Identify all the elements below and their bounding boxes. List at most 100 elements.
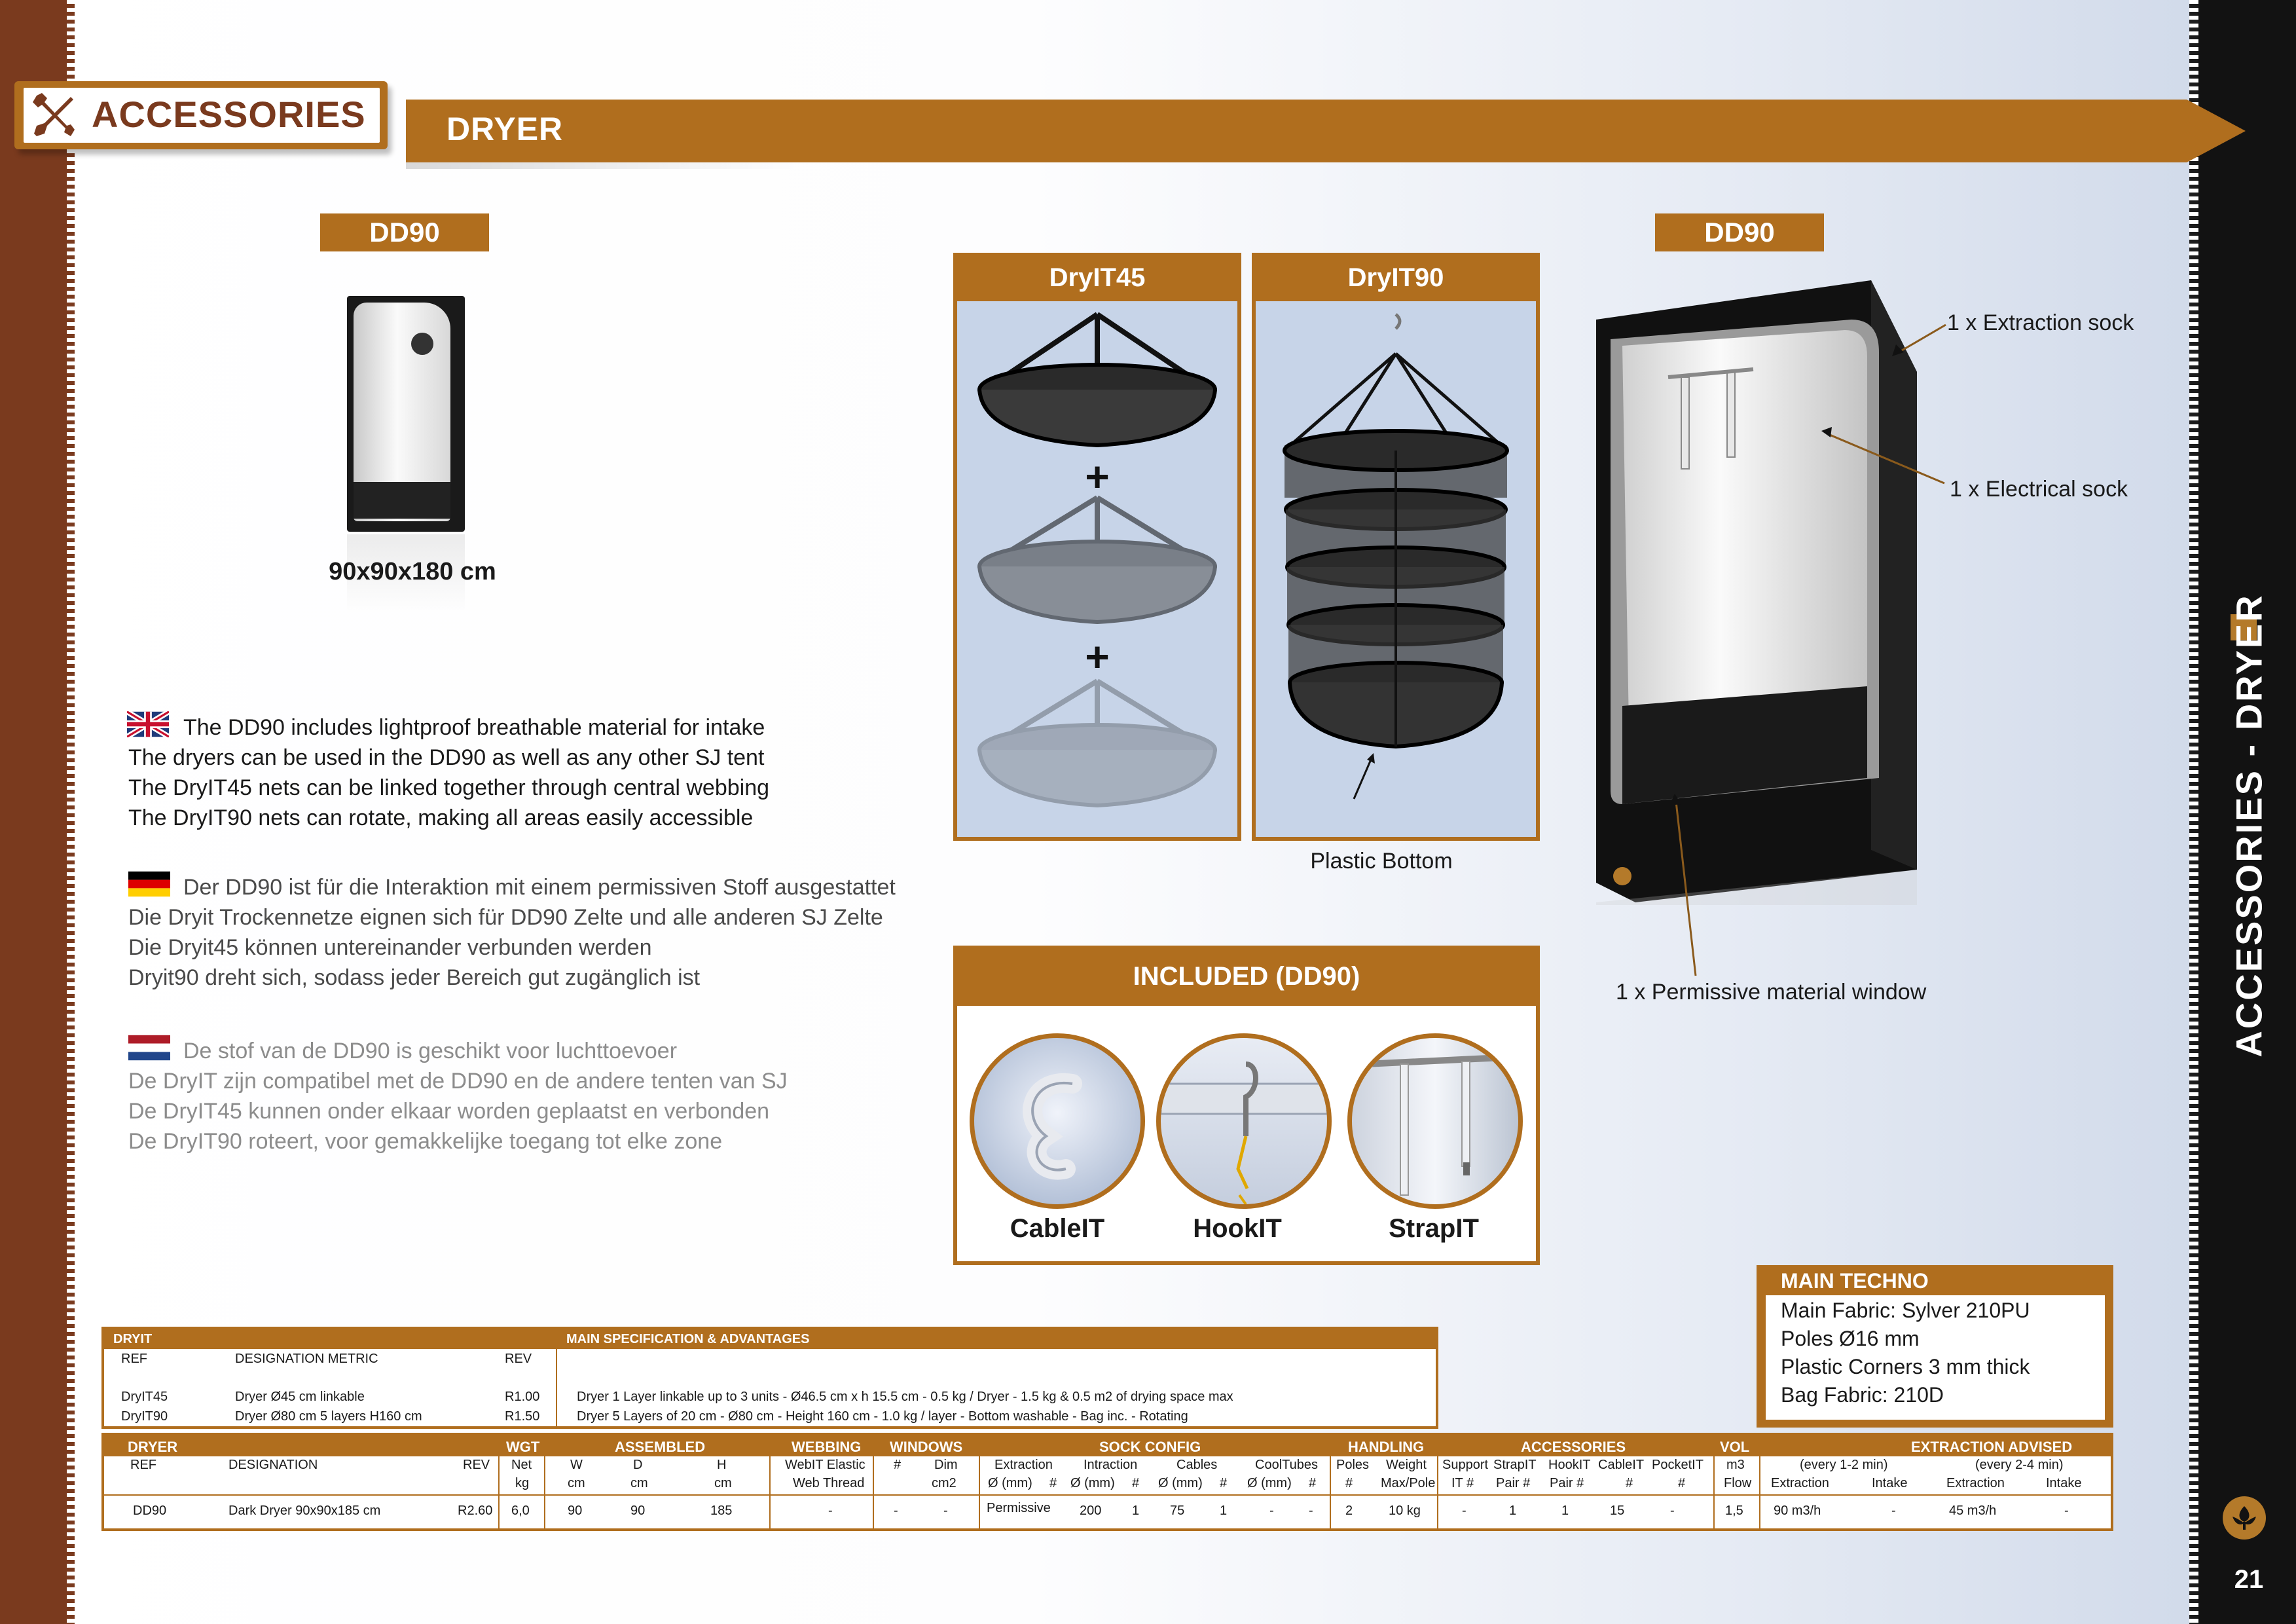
- dryit90-header: DryIT90: [1252, 253, 1540, 303]
- row-divider: [104, 1494, 2111, 1496]
- col-dim: Dim: [934, 1458, 958, 1472]
- callout-arrows: [1821, 323, 1946, 485]
- plus-sign: +: [1085, 453, 1109, 500]
- table-cell: -: [1462, 1504, 1467, 1518]
- callout-window: 1 x Permissive material window: [1616, 980, 1927, 1005]
- column-divider: [873, 1435, 874, 1528]
- cableit-label: CableIT: [1010, 1214, 1105, 1243]
- group-handling: HANDLING: [1348, 1439, 1425, 1455]
- dryit-table: DRYIT MAIN SPECIFICATION & ADVANTAGES RE…: [101, 1327, 1438, 1429]
- column-divider: [1713, 1435, 1715, 1528]
- desc-de-line: Der DD90 ist für die Interaktion mit ein…: [183, 875, 896, 900]
- table-cell: 6,0: [511, 1504, 530, 1518]
- unit-maxpole: Max/Pole: [1381, 1476, 1436, 1490]
- table-cell: -: [1891, 1504, 1896, 1518]
- unit-pair: Pair #: [1496, 1476, 1531, 1490]
- group-assembled: ASSEMBLED: [615, 1439, 706, 1455]
- strapit-image: [1347, 1033, 1523, 1209]
- table-cell: -: [1670, 1504, 1675, 1518]
- techno-item: Plastic Corners 3 mm thick: [1781, 1355, 2030, 1378]
- unit-diam: Ø (mm): [1247, 1476, 1292, 1490]
- group-webbing: WEBBING: [792, 1439, 862, 1455]
- desc-de-line: Die Dryit Trockennetze eignen sich für D…: [128, 905, 883, 930]
- table-cell: 1: [1220, 1504, 1228, 1518]
- unit-diam: Ø (mm): [1070, 1476, 1115, 1490]
- dryit45-header: DryIT45: [953, 253, 1241, 303]
- dryit45-illustration: + +: [977, 312, 1217, 808]
- desc-nl-line: De DryIT zijn compatibel met de DD90 en …: [128, 1069, 788, 1094]
- table-cell: Dryer 1 Layer linkable up to 3 units - Ø…: [577, 1390, 1233, 1404]
- table-cell: -: [894, 1504, 898, 1518]
- unit-extraction: Extraction: [1946, 1476, 2005, 1490]
- col-support: Support: [1442, 1458, 1489, 1472]
- unit-hash: #: [1220, 1476, 1228, 1490]
- desc-en-line: The DryIT90 nets can rotate, making all …: [128, 805, 754, 830]
- col-cooltubes: CoolTubes: [1255, 1458, 1318, 1472]
- table-cell: 90: [568, 1504, 583, 1518]
- small-tent-base: [354, 482, 450, 519]
- dryit90-panel: [1252, 301, 1540, 841]
- techno-item: Bag Fabric: 210D: [1781, 1383, 1944, 1407]
- desc-nl-line: De DryIT45 kunnen onder elkaar worden ge…: [128, 1099, 770, 1124]
- unit-it: IT #: [1451, 1476, 1474, 1490]
- col-h: H: [717, 1458, 727, 1472]
- unit-hash: #: [1626, 1476, 1633, 1490]
- header-title: DRYER: [446, 111, 564, 147]
- group-extraction: EXTRACTION ADVISED: [1911, 1439, 2073, 1455]
- table-cell: Dryer Ø80 cm 5 layers H160 cm: [235, 1409, 422, 1424]
- col-cableit: CableIT: [1598, 1458, 1645, 1472]
- col-rev: REV: [463, 1458, 490, 1472]
- header-bar: [406, 100, 2246, 162]
- table-cell: R1.50: [505, 1409, 540, 1424]
- unit-diam: Ø (mm): [1158, 1476, 1203, 1490]
- col-intraction: Intraction: [1084, 1458, 1138, 1472]
- table-cell: Dryer Ø45 cm linkable: [235, 1390, 365, 1404]
- germany-flag-icon: [128, 871, 170, 897]
- main-techno-inner: [1766, 1295, 2105, 1420]
- table-cell: 2: [1345, 1504, 1353, 1518]
- main-techno-list: Main Fabric: Sylver 210PU Poles Ø16 mm P…: [1781, 1297, 2030, 1409]
- description-de: Der DD90 ist für die Interaktion mit ein…: [128, 872, 896, 993]
- callout-electrical: 1 x Electrical sock: [1950, 477, 2128, 502]
- section-tab-inner: [24, 88, 380, 143]
- table-cell: 90: [630, 1504, 646, 1518]
- column-divider: [556, 1329, 557, 1428]
- included-header: INCLUDED (DD90): [953, 946, 1540, 1007]
- col-m3: m3: [1726, 1458, 1745, 1472]
- table-cell: 75: [1170, 1504, 1185, 1518]
- strapit-label: StrapIT: [1389, 1214, 1479, 1243]
- cableit-image: [970, 1033, 1145, 1209]
- column-divider: [769, 1435, 771, 1528]
- group-wgt: WGT: [506, 1439, 540, 1455]
- description-en: The DD90 includes lightproof breathable …: [128, 712, 769, 833]
- window-callout-arrow: [1669, 794, 1697, 976]
- netherlands-flag-icon: [128, 1035, 170, 1061]
- table-cell: R2.60: [458, 1504, 493, 1518]
- col-win-hash: #: [894, 1458, 902, 1472]
- dryer-net-middle: [977, 495, 1217, 625]
- table-cell: -: [1269, 1504, 1274, 1518]
- col-extraction: Extraction: [994, 1458, 1053, 1472]
- uk-flag-icon: [127, 711, 169, 737]
- column-divider: [1759, 1435, 1760, 1528]
- dryer-table-header: [104, 1435, 2111, 1456]
- table-row: DryIT90: [121, 1409, 168, 1424]
- unit-diam: Ø (mm): [988, 1476, 1032, 1490]
- tools-icon: [27, 90, 79, 140]
- table-cell: -: [828, 1504, 833, 1518]
- unit-hash: #: [1049, 1476, 1057, 1490]
- group-windows: WINDOWS: [890, 1439, 963, 1455]
- section-label: ACCESSORIES: [92, 94, 366, 135]
- dryer-net-top: [977, 312, 1217, 448]
- col-d: D: [633, 1458, 643, 1472]
- unit-cm: cm: [568, 1476, 585, 1490]
- group-vol: VOL: [1720, 1439, 1750, 1455]
- plus-sign: +: [1085, 633, 1109, 680]
- table-cell: 1: [1561, 1504, 1569, 1518]
- small-tent-reflection: [347, 534, 465, 613]
- col-ref: REF: [121, 1352, 147, 1366]
- table-cell: 90 m3/h: [1774, 1504, 1821, 1518]
- small-tent-fan: [411, 333, 433, 355]
- plastic-bottom-label: Plastic Bottom: [1310, 849, 1453, 874]
- techno-item: Main Fabric: Sylver 210PU: [1781, 1299, 2030, 1322]
